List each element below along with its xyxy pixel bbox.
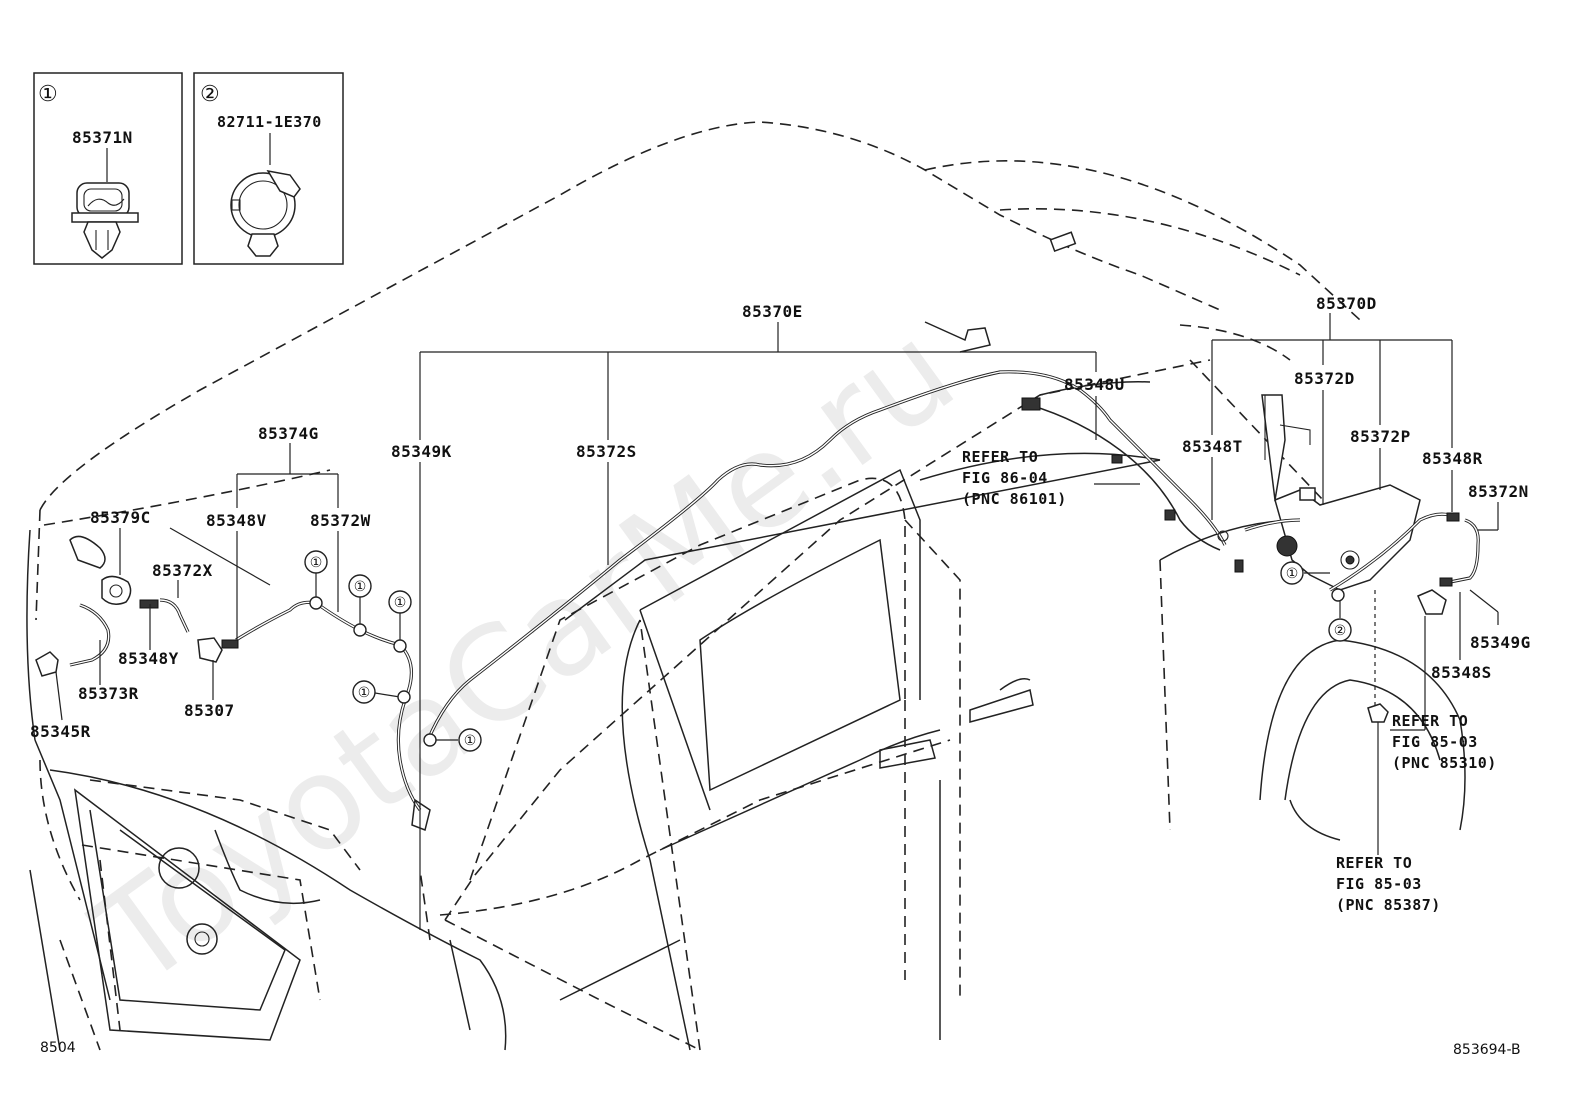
clip-callout-1: ① bbox=[304, 550, 328, 610]
ref-note-85387: REFER TO FIG 85-03 (PNC 85387) bbox=[1336, 854, 1441, 914]
washer-hose-rear bbox=[235, 600, 431, 832]
illustration-id: 853694-B bbox=[1453, 1042, 1521, 1058]
label-85348r: 85348R bbox=[1422, 449, 1483, 468]
svg-text:(PNC 85310): (PNC 85310) bbox=[1392, 754, 1497, 772]
inset-clip-2: ② 82711-1E370 bbox=[193, 72, 344, 265]
inset-1-marker: ① bbox=[38, 82, 58, 107]
svg-text:①: ① bbox=[464, 733, 477, 749]
clip-callout-2: ① bbox=[348, 574, 372, 637]
svg-text:①: ① bbox=[394, 595, 407, 611]
svg-text:REFER TO: REFER TO bbox=[1392, 712, 1468, 730]
svg-text:FIG 86-04: FIG 86-04 bbox=[962, 469, 1048, 487]
ref-note-85310: REFER TO FIG 85-03 (PNC 85310) bbox=[1392, 712, 1497, 772]
inset-clip-1: ① 85371N bbox=[33, 72, 183, 265]
vehicle-outline bbox=[26, 121, 1466, 1051]
svg-text:REFER TO: REFER TO bbox=[1336, 854, 1412, 872]
figure-code: 8504 bbox=[40, 1040, 76, 1056]
svg-text:(PNC 86101): (PNC 86101) bbox=[962, 490, 1067, 508]
label-85373r: 85373R bbox=[78, 684, 139, 703]
wire-harness bbox=[1021, 397, 1244, 573]
rear-nozzle-parts bbox=[35, 575, 239, 677]
part-labels: 85370E 85349K 85372S 85348U 85374G 85348… bbox=[30, 294, 1531, 741]
label-85374g: 85374G bbox=[258, 424, 319, 443]
clip-callout-4: ① bbox=[352, 680, 411, 704]
label-85349g: 85349G bbox=[1470, 633, 1531, 652]
washer-tank bbox=[1217, 394, 1480, 723]
svg-text:①: ① bbox=[1286, 566, 1299, 582]
svg-text:②: ② bbox=[1334, 623, 1347, 639]
svg-text:REFER TO: REFER TO bbox=[962, 448, 1038, 466]
svg-text:①: ① bbox=[358, 685, 371, 701]
label-85349k: 85349K bbox=[391, 442, 452, 461]
label-85372s: 85372S bbox=[576, 442, 637, 461]
washer-hose-main bbox=[426, 370, 1227, 741]
clip-82711-1e370-icon bbox=[230, 169, 301, 257]
svg-text:①: ① bbox=[354, 579, 367, 595]
svg-text:FIG 85-03: FIG 85-03 bbox=[1392, 733, 1478, 751]
label-85348y: 85348Y bbox=[118, 649, 179, 668]
clip-85371n-icon bbox=[71, 182, 139, 259]
label-85372x: 85372X bbox=[152, 561, 213, 580]
label-85370e: 85370E bbox=[742, 302, 803, 321]
inset-2-marker: ② bbox=[200, 82, 220, 107]
label-85348s: 85348S bbox=[1431, 663, 1492, 682]
ref-note-86101: REFER TO FIG 86-04 (PNC 86101) bbox=[962, 448, 1067, 508]
inset-2-part-label: 82711-1E370 bbox=[217, 113, 322, 131]
clip-callout-5: ① bbox=[423, 728, 482, 752]
label-85379c: 85379C bbox=[90, 508, 151, 527]
svg-text:(PNC 85387): (PNC 85387) bbox=[1336, 896, 1441, 914]
leader-lines bbox=[55, 313, 1499, 930]
label-85372p: 85372P bbox=[1350, 427, 1411, 446]
clip-callout-6: ① bbox=[1280, 561, 1330, 585]
label-85348v: 85348V bbox=[206, 511, 267, 530]
clip-callouts: ① ① ① ① ① ① bbox=[304, 550, 1352, 752]
label-85348u: 85348U bbox=[1064, 375, 1125, 394]
inset-1-part-label: 85371N bbox=[72, 128, 133, 147]
svg-text:FIG 85-03: FIG 85-03 bbox=[1336, 875, 1422, 893]
label-85370d: 85370D bbox=[1316, 294, 1377, 313]
label-85372w: 85372W bbox=[310, 511, 371, 530]
label-85372d: 85372D bbox=[1294, 369, 1355, 388]
label-85345r: 85345R bbox=[30, 722, 91, 741]
clip-callout-7: ② bbox=[1328, 601, 1352, 642]
clip-callout-3: ① bbox=[388, 590, 412, 653]
label-85348t: 85348T bbox=[1182, 437, 1243, 456]
label-85372n: 85372N bbox=[1468, 482, 1529, 501]
label-85307: 85307 bbox=[184, 701, 235, 720]
svg-text:①: ① bbox=[310, 555, 323, 571]
